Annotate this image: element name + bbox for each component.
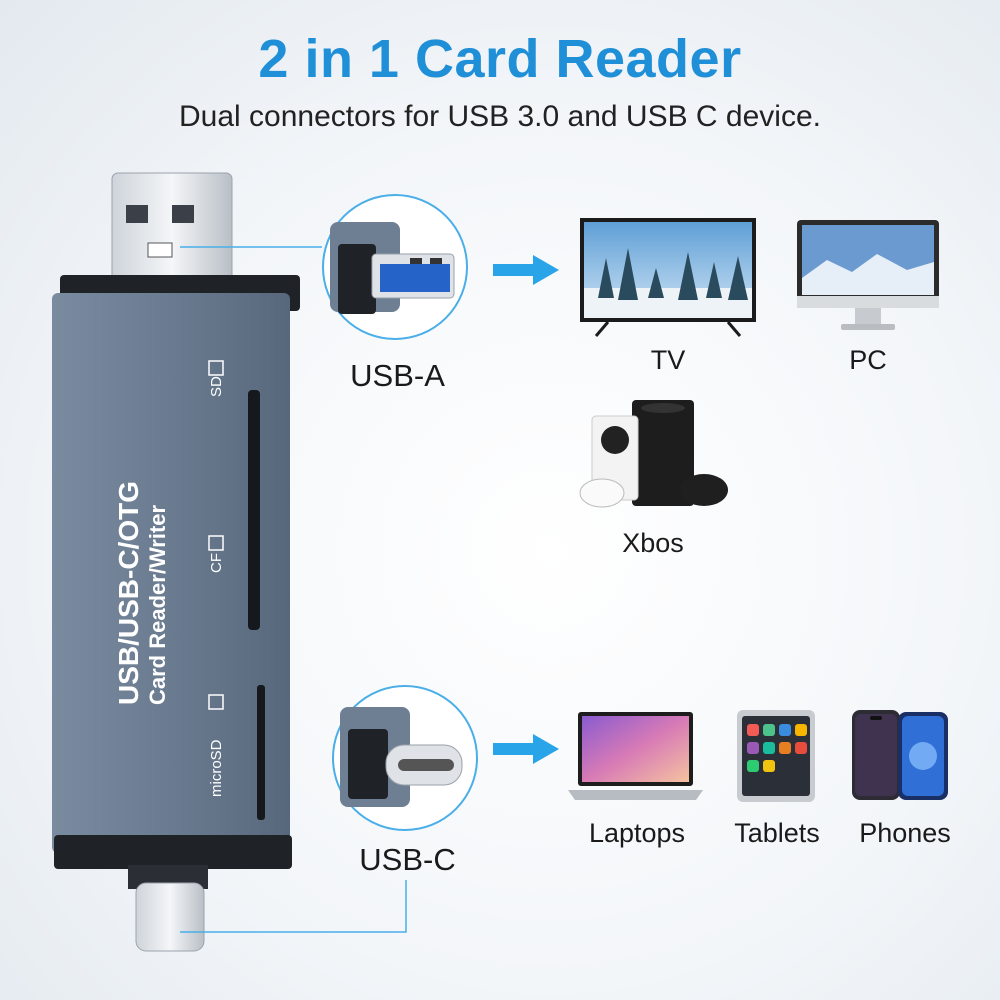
usb-c-plug <box>128 865 208 952</box>
slot-label-sd: SD <box>208 376 225 397</box>
laptop-image <box>568 712 703 800</box>
usb-a-zoom <box>322 194 468 340</box>
device-text-line2: Card Reader/Writer <box>145 504 170 705</box>
phones-label: Phones <box>859 818 951 848</box>
usb-c-label: USB-C <box>359 842 456 877</box>
usb-c-zoom <box>332 685 478 831</box>
pc-label: PC <box>849 345 887 375</box>
tv-label: TV <box>650 345 686 375</box>
tablet-image <box>737 710 815 802</box>
slot-label-cf: CF <box>208 553 225 573</box>
pc-image <box>797 220 939 330</box>
usb-a-label: USB-A <box>350 358 445 393</box>
tablets-label: Tablets <box>734 818 820 848</box>
tv-image <box>580 218 756 337</box>
arrow-right-icon <box>493 255 559 285</box>
page-subtitle: Dual connectors for USB 3.0 and USB C de… <box>179 100 821 133</box>
device-text-line1: USB/USB-C/OTG <box>113 481 144 705</box>
phones-image <box>852 710 948 800</box>
laptops-label: Laptops <box>588 818 686 848</box>
arrow-right-icon <box>493 734 559 764</box>
usb-a-plug <box>111 172 233 286</box>
slot-label-microsd: microSD <box>208 739 225 797</box>
page-title: 2 in 1 Card Reader <box>258 29 742 89</box>
xbox-label: Xbos <box>622 528 684 558</box>
xbox-image <box>579 400 728 508</box>
card-reader-device: SD CF microSD USB/USB-C/OTG Card Reader/… <box>52 172 300 952</box>
